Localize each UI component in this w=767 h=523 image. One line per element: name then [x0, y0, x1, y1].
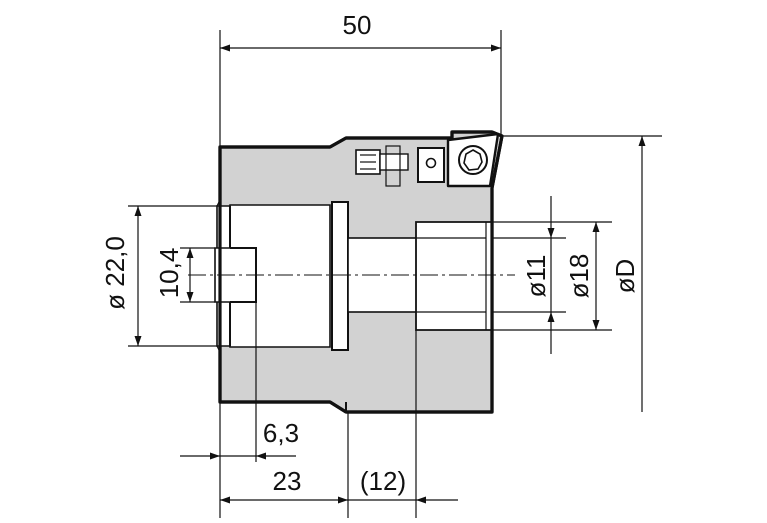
dim-slot-depth: 6,3 — [263, 418, 299, 448]
dim-bore-depth: 23 — [273, 466, 302, 496]
slot — [214, 206, 257, 346]
dim-overall-length: 50 — [343, 10, 372, 40]
dim-bore-diameter: ø 22,0 — [100, 236, 130, 310]
dim-cutting-diameter: øD — [610, 259, 640, 294]
dim-counterbore-diameter: ø18 — [564, 254, 594, 299]
dim-neck-length: (12) — [360, 466, 406, 496]
dim-small-diameter: ø11 — [521, 255, 551, 298]
dim-slot-width: 10,4 — [154, 248, 184, 299]
counterbore — [415, 221, 493, 331]
dimension-lines — [134, 44, 646, 504]
insert-clamp — [355, 145, 445, 187]
insert-screw — [446, 132, 500, 188]
groove — [331, 201, 349, 351]
